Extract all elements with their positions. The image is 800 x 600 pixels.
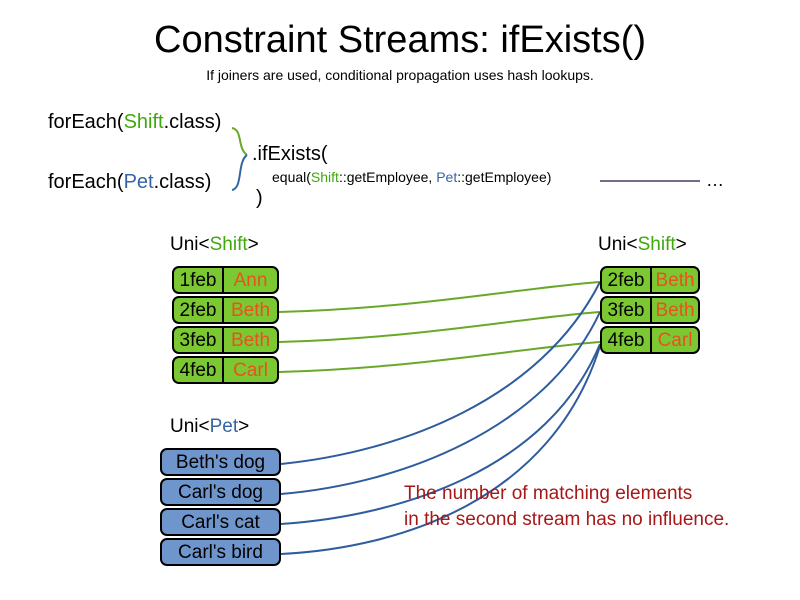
fact-date: 4feb (174, 358, 224, 382)
wire-blue-carls-cat (280, 343, 601, 525)
label-right-type: Shift (637, 234, 676, 255)
label-right-prefix: Uni< (598, 234, 638, 255)
fact-row[interactable]: 1feb Ann (172, 266, 279, 294)
wire-green-3feb (278, 311, 601, 343)
fact-employee: Carl (657, 329, 693, 351)
fact-date: 2feb (602, 268, 652, 292)
page-subtitle: If joiners are used, conditional propaga… (206, 67, 594, 83)
code-ellipsis: … (706, 170, 724, 190)
code-equal-type-b: Pet (436, 169, 458, 185)
annotation-line-2: in the second stream has no influence. (404, 509, 730, 530)
annotation-note: The number of matching elements in the s… (404, 481, 774, 533)
fact-employee: Beth (655, 299, 695, 321)
page-title: Constraint Streams: ifExists() (154, 19, 646, 61)
fact-employee: Carl (233, 359, 268, 381)
code-foreach-shift-prefix: forEach( (48, 111, 124, 133)
annotation-line-1: The number of matching elements (404, 483, 693, 504)
wire-blue-carls-bird (280, 345, 601, 555)
fact-pet: Carl's bird (178, 541, 263, 563)
fact-date: 3feb (174, 328, 224, 352)
fact-employee: Beth (230, 329, 271, 351)
fact-row[interactable]: Carl's cat (160, 508, 281, 536)
fact-row[interactable]: 2feb Beth (600, 266, 700, 294)
label-pet-suffix: > (238, 416, 250, 437)
code-foreach-shift-suffix: .class) (163, 111, 222, 133)
fact-row[interactable]: Beth's dog (160, 448, 281, 476)
fact-date: 2feb (174, 298, 224, 322)
label-right-uni-shift: Uni<Shift> (598, 233, 687, 256)
fact-row[interactable]: 2feb Beth (172, 296, 279, 324)
code-equal-joiner: equal(Shift::getEmployee, Pet::getEmploy… (272, 168, 551, 186)
code-foreach-pet-suffix: .class) (153, 171, 212, 193)
fact-date: 3feb (602, 298, 652, 322)
fact-row[interactable]: Carl's dog (160, 478, 281, 506)
code-foreach-pet-type: Pet (123, 171, 154, 193)
label-right-suffix: > (675, 234, 687, 255)
brace-lower-blue (231, 154, 248, 191)
code-ifexists: .ifExists( (252, 143, 328, 165)
wire-green-2feb (278, 281, 601, 313)
fact-pet: Carl's dog (178, 481, 263, 503)
label-left-type: Shift (209, 234, 248, 255)
label-pet-type: Pet (209, 416, 239, 437)
code-foreach-pet-prefix: forEach( (48, 171, 124, 193)
code-foreach-shift: forEach(Shift.class) (48, 110, 221, 134)
brace-upper-green (231, 127, 248, 156)
wire-blue-carls-dog (280, 311, 601, 495)
fact-row[interactable]: 3feb Beth (600, 296, 700, 324)
fact-employee: Beth (230, 299, 271, 321)
joiner-rule-line (600, 180, 700, 182)
code-equal-prefix: equal( (272, 169, 311, 185)
fact-row[interactable]: Carl's bird (160, 538, 281, 566)
code-foreach-pet: forEach(Pet.class) (48, 170, 211, 194)
fact-employee: Beth (655, 269, 695, 291)
code-equal-type-a: Shift (310, 169, 339, 185)
label-uni-pet: Uni<Pet> (170, 415, 249, 438)
fact-pet: Carl's cat (181, 511, 260, 533)
fact-row[interactable]: 4feb Carl (172, 356, 279, 384)
code-equal-suffix: ::getEmployee) (457, 169, 552, 185)
label-left-prefix: Uni< (170, 234, 210, 255)
code-foreach-shift-type: Shift (123, 111, 164, 133)
fact-row[interactable]: 4feb Carl (600, 326, 700, 354)
label-pet-prefix: Uni< (170, 416, 210, 437)
label-left-suffix: > (247, 234, 259, 255)
code-equal-mid: ::getEmployee, (338, 169, 437, 185)
code-close-paren: ) (256, 187, 263, 209)
fact-date: 4feb (602, 328, 652, 352)
fact-date: 1feb (174, 268, 224, 292)
wire-blue-beths-dog (280, 281, 601, 465)
fact-pet: Beth's dog (175, 451, 266, 473)
wire-green-4feb (278, 341, 601, 373)
label-left-uni-shift: Uni<Shift> (170, 233, 259, 256)
fact-row[interactable]: 3feb Beth (172, 326, 279, 354)
fact-employee: Ann (233, 269, 268, 291)
